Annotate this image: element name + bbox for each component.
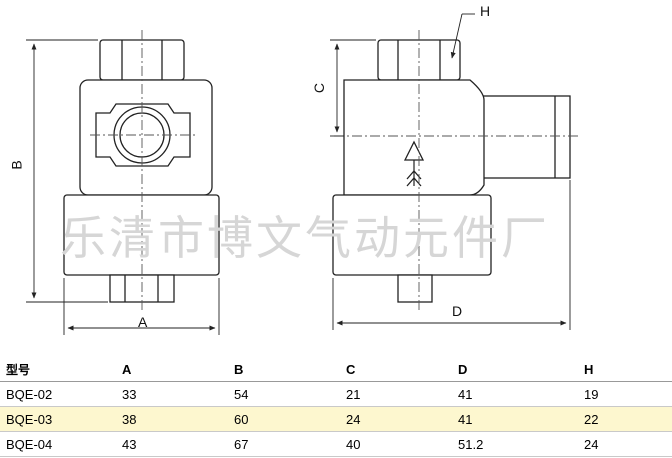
- cell-b: 60: [228, 406, 340, 432]
- cell-c: 24: [340, 406, 452, 432]
- cell-c: 21: [340, 381, 452, 407]
- header-b: B: [228, 357, 340, 382]
- header-d: D: [452, 357, 578, 382]
- flow-arrow-icon: [403, 140, 425, 187]
- table-row: BQE-04 43 67 40 51.2 24: [0, 431, 672, 457]
- cell-b: 67: [228, 431, 340, 457]
- dim-c-label: C: [311, 82, 328, 94]
- table-header-row: 型号 A B C D H: [0, 357, 672, 382]
- dim-h-label: H: [480, 3, 491, 19]
- table-row: BQE-03 38 60 24 41 22: [0, 406, 672, 432]
- header-a: A: [116, 357, 228, 382]
- side-bottom-stub: [397, 274, 433, 303]
- side-outlet: [469, 95, 571, 179]
- cell-d: 41: [452, 406, 578, 432]
- header-model: 型号: [0, 357, 116, 382]
- header-c: C: [340, 357, 452, 382]
- side-view: [332, 39, 571, 303]
- cell-h: 19: [578, 381, 672, 407]
- spec-table: 型号 A B C D H BQE-02 33 54 21 41 19 BQE-0…: [0, 357, 672, 457]
- header-h: H: [578, 357, 672, 382]
- dim-b-label: B: [8, 160, 25, 170]
- cell-a: 38: [116, 406, 228, 432]
- cell-model: BQE-02: [0, 381, 116, 407]
- dim-a-label: A: [138, 314, 148, 330]
- cell-d: 51.2: [452, 431, 578, 457]
- cell-model: BQE-03: [0, 406, 116, 432]
- dim-d-label: D: [452, 303, 463, 319]
- cell-h: 24: [578, 431, 672, 457]
- cell-a: 33: [116, 381, 228, 407]
- technical-drawing: [26, 13, 580, 335]
- cell-c: 40: [340, 431, 452, 457]
- cell-d: 41: [452, 381, 578, 407]
- cell-a: 43: [116, 431, 228, 457]
- table-row: BQE-02 33 54 21 41 19: [0, 381, 672, 407]
- cell-b: 54: [228, 381, 340, 407]
- cell-h: 22: [578, 406, 672, 432]
- watermark-text: 乐清市博文气动元件厂: [60, 211, 550, 265]
- cell-model: BQE-04: [0, 431, 116, 457]
